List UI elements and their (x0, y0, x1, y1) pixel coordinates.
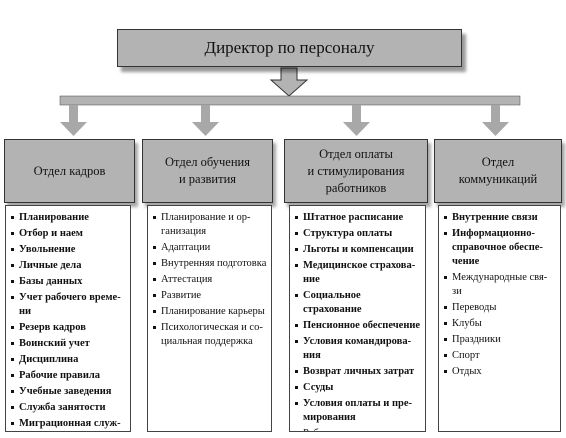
list-item: Условия командирова- ния (295, 335, 421, 363)
list-item: Аттестация (153, 273, 267, 287)
list-item: Отдых (444, 365, 556, 379)
list-item: Клубы (444, 317, 556, 331)
list-item: Резерв кадров (11, 321, 126, 335)
director-title: Директор по персоналу (204, 38, 375, 57)
list-item: Структура оплаты (295, 227, 421, 241)
list-item: Международные свя- зи (444, 271, 556, 299)
branch-arrow-3 (343, 105, 370, 136)
list-item: Внутренняя подготовка (153, 257, 267, 271)
branch-arrow-2 (192, 105, 219, 136)
list-item: Праздники (444, 333, 556, 347)
list-item: Планирование карьеры (153, 305, 267, 319)
list-item: Миграционная служ- (11, 417, 126, 431)
list-item: Увольнение (11, 243, 126, 257)
list-item: Планирование и ор- ганизация (153, 211, 267, 239)
list-item: Воинский учет (11, 337, 126, 351)
list-item: Льготы и компенсации (295, 243, 421, 257)
list-item: Рабочие правила (295, 427, 421, 431)
dept-title: Отдел обучения и развития (165, 155, 250, 186)
list-item: Переводы (444, 301, 556, 315)
dept-title: Отдел коммуникаций (458, 155, 538, 186)
horizontal-connector-bar (59, 95, 521, 106)
list-item: Спорт (444, 349, 556, 363)
dept-header-training: Отдел обучения и развития (142, 139, 273, 203)
dept-header-communications: Отдел коммуникаций (434, 139, 562, 203)
list-item: Штатное расписание (295, 211, 421, 225)
list-item: Пенсионное обеспечение (295, 319, 421, 333)
list-item: Личные дела (11, 259, 126, 273)
dept-header-personnel: Отдел кадров (4, 139, 135, 203)
list-item: Рабочие правила (11, 369, 126, 383)
dept-title: Отдел кадров (33, 163, 106, 178)
director-box: Директор по персоналу (117, 29, 462, 67)
list-item: Информационно- справочное обеспе- чение (444, 227, 556, 269)
list-item: Возврат личных затрат (295, 365, 421, 379)
list-item: Социальное страхование (295, 289, 421, 317)
branch-arrow-1 (60, 105, 87, 136)
list-item: Отбор и наем (11, 227, 126, 241)
branch-arrow-4 (482, 105, 509, 136)
list-item: Дисциплина (11, 353, 126, 367)
dept-header-compensation: Отдел оплаты и стимулирования работников (284, 139, 428, 203)
list-item: Учебные заведения (11, 385, 126, 399)
list-item: Медицинское страхова- ние (295, 259, 421, 287)
list-item: Адаптации (153, 241, 267, 255)
list-item: Ссуды (295, 381, 421, 395)
director-down-arrow (269, 67, 309, 97)
list-item: Внутренние связи (444, 211, 556, 225)
list-item: Условия оплаты и пре- мирования (295, 397, 421, 425)
list-item: Развитие (153, 289, 267, 303)
list-item: Планирование (11, 211, 126, 225)
list-item: Психологическая и со- циальная поддержка (153, 321, 267, 349)
dept-title: Отдел оплаты и стимулирования работников (307, 146, 405, 195)
list-item: Служба занятости (11, 401, 126, 415)
list-item: Учет рабочего време- ни (11, 291, 126, 319)
list-item: Базы данных (11, 275, 126, 289)
